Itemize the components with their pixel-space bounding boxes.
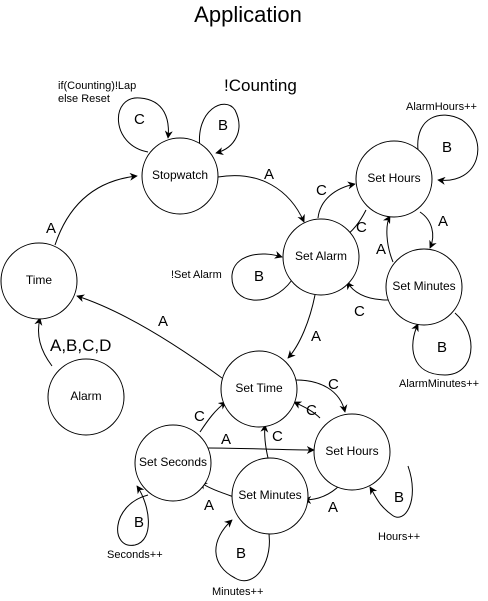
node-set-alarm: Set Alarm: [282, 218, 360, 296]
node-label-alarm-set-minutes: Set Minutes: [392, 279, 455, 293]
edge-time-to-stopwatch: [54, 172, 138, 246]
edge-label-stopwatch-to-set-alarm: A: [264, 166, 274, 183]
edge-stopwatch-to-set-alarm: [217, 175, 305, 223]
edge-alarm-hours-self: [417, 114, 479, 185]
edge-label-alarm-minutes-to-set-alarm: C: [354, 303, 365, 320]
edge-alarm-minutes-to-hours: [383, 215, 394, 263]
edge-label-minutes-to-set-time: C: [272, 428, 283, 445]
edge-stopwatch-self-b: [198, 103, 240, 156]
edge-seconds-to-set-time: [199, 401, 227, 433]
edge-set-time-to-time: [76, 294, 223, 379]
diagram-title: Application: [194, 2, 302, 27]
annotation-stopwatch-b: !Counting: [224, 76, 297, 95]
edge-label-seconds-to-set-time: C: [194, 408, 205, 425]
edge-label-seconds-to-hours: A: [221, 431, 231, 448]
node-label-set-alarm: Set Alarm: [295, 249, 347, 263]
node-time: Time: [0, 242, 78, 320]
annotation-minutes-b: Minutes++: [212, 586, 263, 598]
edge-alarm-hours-to-minutes: [419, 211, 437, 249]
edge-label-set-time-to-time: A: [158, 313, 168, 330]
node-alarm-set-minutes: Set Minutes: [385, 248, 463, 326]
edge-label-set-time-to-hours: C: [328, 376, 339, 393]
annotation-seconds-b: Seconds++: [107, 549, 163, 561]
edge-label-alarm-hours-self: B: [442, 139, 452, 156]
annotation-stopwatch-c: if(Counting)!Lap else Reset: [58, 80, 139, 105]
node-time-set-hours: Set Hours: [313, 413, 391, 491]
edge-alarm-to-time: [34, 317, 53, 367]
edge-hours-self: [369, 465, 413, 518]
node-set-seconds: Set Seconds: [134, 424, 212, 502]
edge-label-set-alarm-self: B: [254, 268, 264, 285]
annotation-hours-b: Hours++: [378, 531, 420, 543]
edge-set-time-to-hours: [295, 379, 348, 413]
edge-hours-to-set-time: [293, 401, 321, 419]
node-label-set-time: Set Time: [235, 381, 283, 395]
node-label-set-seconds: Set Seconds: [139, 455, 207, 469]
edge-label-hours-to-set-time: C: [306, 402, 317, 419]
edge-label-alarm-to-time: A,B,C,D: [50, 336, 111, 355]
node-label-time: Time: [26, 273, 53, 287]
node-set-time: Set Time: [220, 350, 298, 428]
edge-stopwatch-self-c: [117, 97, 173, 153]
edge-label-seconds-self: B: [134, 514, 144, 531]
edge-label-time-to-stopwatch: A: [46, 220, 56, 237]
edge-label-alarm-minutes-to-hours: A: [376, 241, 386, 258]
node-alarm-set-hours: Set Hours: [355, 140, 433, 218]
node-stopwatch: Stopwatch: [141, 137, 219, 215]
edge-label-stopwatch-self-c: C: [134, 111, 145, 128]
edge-label-set-alarm-to-set-time: A: [311, 328, 321, 345]
edge-label-hours-to-minutes: A: [328, 499, 338, 516]
node-label-time-set-hours: Set Hours: [325, 444, 378, 458]
edge-label-stopwatch-self-b: B: [218, 117, 228, 134]
edge-minutes-to-set-time: [260, 424, 269, 459]
edge-label-set-alarm-to-hours: C: [316, 182, 327, 199]
edge-set-alarm-self: [231, 251, 293, 301]
edge-alarm-minutes-self: [411, 312, 472, 376]
node-label-alarm-set-hours: Set Hours: [367, 171, 420, 185]
node-label-alarm: Alarm: [70, 389, 101, 403]
annotation-stopwatch-c-line1: if(Counting)!Lap: [58, 80, 136, 92]
node-label-time-set-minutes: Set Minutes: [238, 488, 301, 502]
edge-minutes-self: [215, 519, 270, 581]
edge-seconds-self: [117, 485, 149, 546]
edge-label-alarm-hours-to-minutes: A: [438, 213, 448, 230]
annotation-alarm-minutes-b: AlarmMinutes++: [399, 378, 479, 390]
node-alarm: Alarm: [47, 358, 125, 436]
edge-hours-to-minutes: [303, 484, 341, 504]
edge-set-alarm-to-set-time: [287, 294, 316, 359]
edge-label-minutes-self: B: [236, 545, 246, 562]
edge-seconds-to-hours: [207, 445, 315, 454]
edge-label-hours-self: B: [394, 489, 404, 506]
edge-set-alarm-to-hours: [317, 181, 356, 219]
annotation-stopwatch-c-line2: else Reset: [58, 93, 110, 105]
node-time-set-minutes: Set Minutes: [231, 457, 309, 535]
node-label-stopwatch: Stopwatch: [152, 168, 208, 182]
edge-label-alarm-minutes-self: B: [437, 339, 447, 356]
edge-label-hours-to-set-alarm: C: [356, 219, 367, 236]
edge-alarm-minutes-to-set-alarm: [346, 281, 389, 301]
annotation-set-alarm-b: !Set Alarm: [171, 269, 222, 281]
edge-label-minutes-to-seconds: A: [204, 497, 214, 514]
annotation-alarm-hours-b: AlarmHours++: [406, 101, 477, 113]
